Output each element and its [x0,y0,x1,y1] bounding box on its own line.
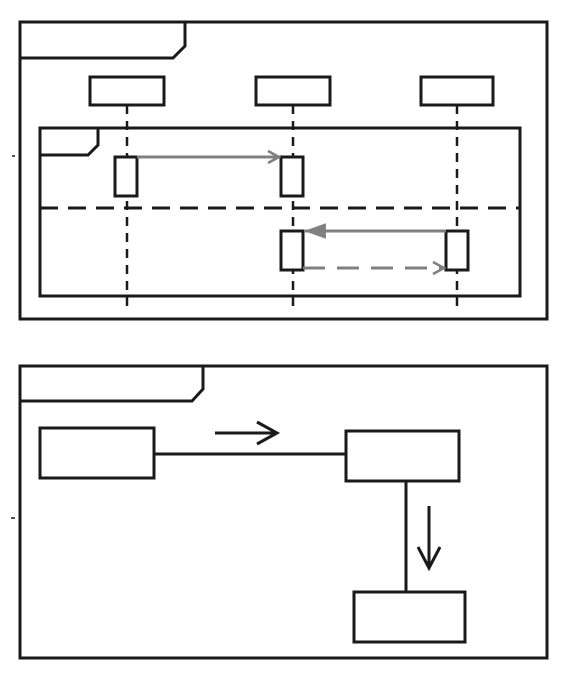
activation-bar [113,155,139,198]
object-box [352,590,467,644]
sequence-diagram [12,20,549,321]
combined-fragment [38,126,522,298]
lifeline-head [419,75,495,107]
message-arrow-down-icon [416,506,442,572]
object-box [38,426,156,480]
activation-bar [279,155,305,198]
communication-frame-name-tab [20,366,205,403]
activation-bar [279,229,305,272]
communication-diagram-frame [18,364,549,660]
activation-bar [444,229,470,272]
lifeline-head [88,75,166,107]
object-box [344,429,461,483]
communication-diagram [11,364,549,660]
fragment-operator-tab [40,128,100,157]
message-arrow-right-icon [215,420,281,446]
sequence-frame-name-tab [20,22,187,60]
lifeline-head [254,75,332,107]
